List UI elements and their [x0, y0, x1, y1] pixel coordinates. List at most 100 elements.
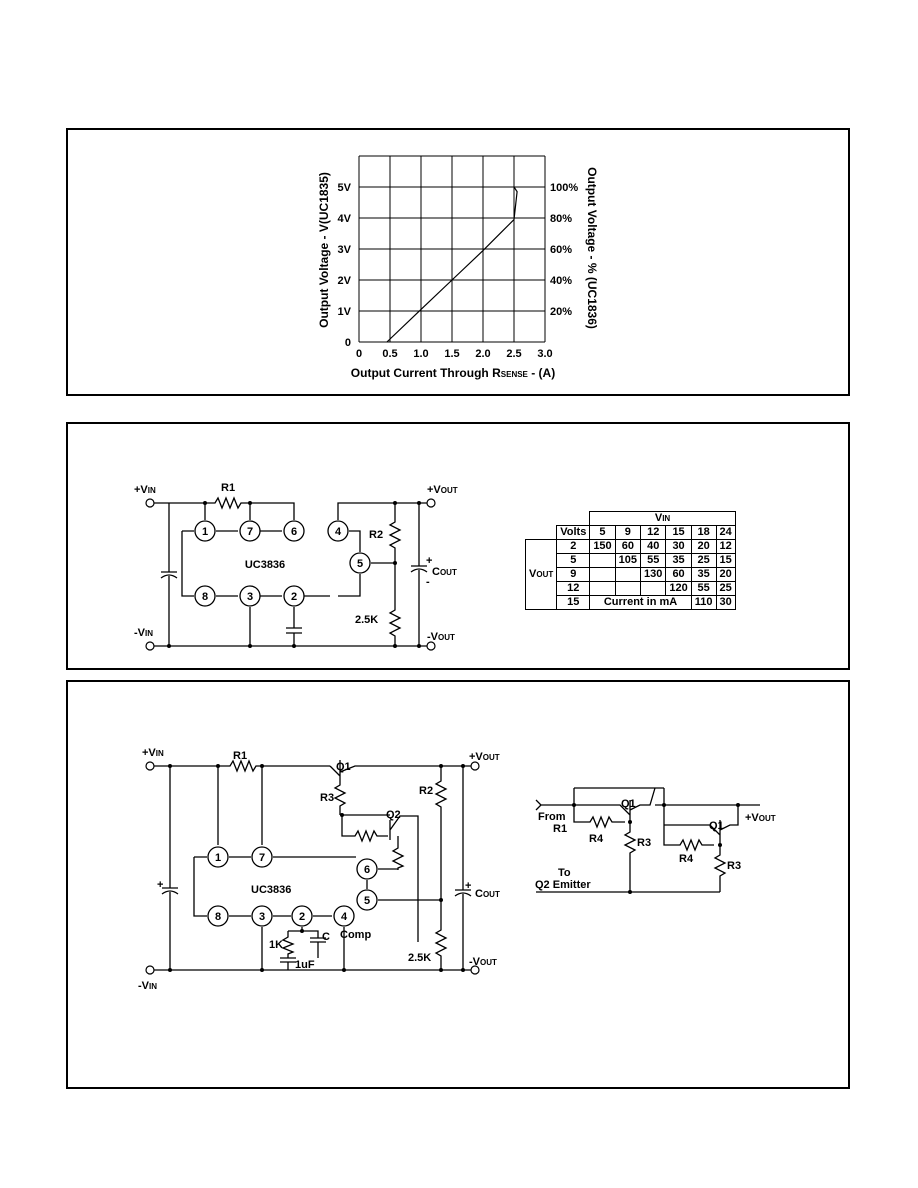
vout-plus-label: +VOUT: [427, 484, 458, 496]
y-left-tick-label: 4V: [338, 213, 352, 225]
pin-1: [194, 520, 216, 542]
y-axis-right-label: Output Voltage - % (UC1836): [585, 167, 599, 329]
to-label: To: [558, 867, 571, 879]
pin-4-label: 4: [335, 526, 342, 538]
vin-minus-terminal: [145, 965, 155, 975]
comp-label: Comp: [340, 929, 371, 941]
pin-8-label: 8: [202, 591, 208, 603]
cout-label: COUT: [475, 888, 500, 900]
vin-minus-label: -VIN: [138, 980, 157, 992]
y-right-tick-label: 20%: [550, 306, 572, 318]
y-right-tick-label: 100%: [550, 182, 578, 194]
pin-8: [207, 905, 229, 927]
table-row: 5 105 55 35 25 15: [526, 553, 736, 568]
y-right-tick-label: 60%: [550, 244, 572, 256]
pin-1-label: 1: [215, 852, 221, 864]
x-tick-label: 2.0: [475, 348, 490, 360]
y-right-tick-label: 40%: [550, 275, 572, 287]
vin-plus-label: +VIN: [142, 747, 164, 759]
vin-plus-terminal: [145, 498, 155, 508]
vout-plus-label: +VOUT: [469, 751, 500, 763]
pin-5-label: 5: [364, 895, 370, 907]
q2-label: Q2: [386, 809, 401, 821]
r-bottom-label: 2.5K: [408, 952, 431, 964]
y-left-tick-label: 5V: [338, 182, 352, 194]
r3-resistor: [333, 780, 347, 815]
r1-taps: [204, 503, 251, 520]
vout-minus-label: -VOUT: [469, 956, 497, 968]
pin-5: [349, 552, 371, 574]
pin-3-label: 3: [247, 591, 253, 603]
c-capacitor: [301, 927, 326, 958]
pin-2: [283, 585, 305, 607]
table-cell: 25: [690, 553, 717, 568]
q1b-transistor: [663, 788, 739, 852]
pin-5-label: 5: [357, 558, 363, 570]
table-cell: 130: [640, 567, 667, 582]
pin-1-label: 1: [202, 526, 208, 538]
vout-plus-terminal: [426, 498, 436, 508]
comp-rc-network: [280, 930, 302, 970]
vout-minus-terminal: [470, 965, 480, 975]
ic-supply-taps: [217, 766, 263, 845]
table-cell: 20: [690, 539, 717, 554]
pin-4: [327, 520, 349, 542]
pin-2: [291, 905, 313, 927]
pin-6-label: 6: [364, 864, 370, 876]
vout-plus-terminal: [470, 761, 480, 771]
c-label: C: [322, 931, 330, 943]
y-left-tick-label: 0: [345, 337, 351, 349]
r3a-label: R3: [637, 837, 651, 849]
pin-7: [239, 520, 261, 542]
pin-3-label: 3: [259, 911, 265, 923]
divider-resistors: [434, 766, 448, 970]
vin-plus-label: +VIN: [134, 484, 156, 496]
cout-plus-label: +: [465, 880, 471, 892]
pin-5: [356, 889, 378, 911]
y-axis-right-ticks: 20%40%60%80%100%: [550, 182, 578, 318]
x-tick-label: 1.0: [413, 348, 428, 360]
cout-label: COUT: [432, 566, 457, 578]
r1-label: R1: [221, 482, 235, 494]
vout-minus-terminal: [426, 641, 436, 651]
pin-4: [333, 905, 355, 927]
x-tick-label: 2.5: [506, 348, 521, 360]
graph-panel: [66, 128, 850, 396]
pin-6: [283, 520, 305, 542]
vin-minus-terminal: [145, 641, 155, 651]
r3a-resistor: [623, 820, 637, 892]
y-left-tick-label: 3V: [338, 244, 352, 256]
pin-3: [251, 905, 273, 927]
table-cell: 30: [715, 595, 736, 610]
output-capacitor: [454, 766, 472, 970]
q1a-transistor: [574, 787, 664, 820]
q1b-label: Q1: [709, 820, 724, 832]
x-tick-label: 0.5: [382, 348, 397, 360]
q1-transistor: [329, 760, 471, 780]
pin-1: [207, 846, 229, 868]
ic-label: UC3836: [245, 559, 285, 571]
pin-7-label: 7: [259, 852, 265, 864]
vout-header: VOUT: [524, 539, 558, 610]
comp-wires: [261, 927, 345, 970]
boosted-circuit-panel: [66, 680, 850, 1089]
current-table: VIN Volts 5 9 12 15 18 24 VOUT 2 150 60 …: [524, 511, 736, 610]
r-1k-label: 1K: [269, 939, 283, 951]
x-tick-label: 0: [356, 348, 362, 360]
r2-label: R2: [369, 529, 383, 541]
pin-7-label: 7: [247, 526, 253, 538]
r1-wire: [154, 496, 295, 520]
r4a-resistor: [573, 788, 625, 829]
vout-rail: [337, 502, 427, 520]
table-row: 9 130 60 35 20: [526, 567, 736, 582]
q2-emitter-label: Q2 Emitter: [535, 879, 591, 891]
table-cell: 60: [665, 567, 692, 582]
r1-input-wire: [154, 759, 330, 773]
r4a-label: R4: [589, 833, 604, 845]
